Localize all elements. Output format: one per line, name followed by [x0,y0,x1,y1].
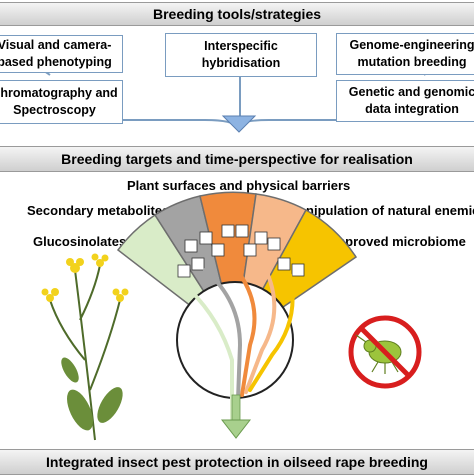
result-arrow [220,419,252,439]
tools-arrow [221,115,257,133]
target-label-microbiome: Improved microbiome [330,234,466,249]
tool-chromatography: Chromatography and Spectroscopy [0,80,123,124]
target-label-plant-surfaces: Plant surfaces and physical barriers [127,178,351,193]
targets-title: Breeding targets and time-perspective fo… [61,151,413,167]
target-label-secondary-metabolites: Secondary metabolites [27,203,170,218]
targets-banner: Breeding targets and time-perspective fo… [0,146,474,172]
no-insect-icon [348,315,422,389]
tools-banner: Breeding tools/strategies [0,2,474,26]
tools-title: Breeding tools/strategies [152,6,322,22]
tool-data-integration: Genetic and genomic data integration [336,80,474,122]
target-label-glucosinolates: Glucosinolates [33,234,127,249]
tool-genome-engineering: Genome-engineering mutation breeding [336,33,474,75]
footer-title: Integrated insect pest protection in oil… [46,454,428,470]
tool-phenotyping: Visual and camera- based phenotyping [0,35,123,73]
footer-banner: Integrated insect pest protection in oil… [0,449,474,475]
target-label-natural-enemies: Manipulation of natural enemies [288,203,474,218]
tool-hybridisation: Interspecific hybridisation [165,33,317,77]
timeline-grid-icons [177,224,305,278]
